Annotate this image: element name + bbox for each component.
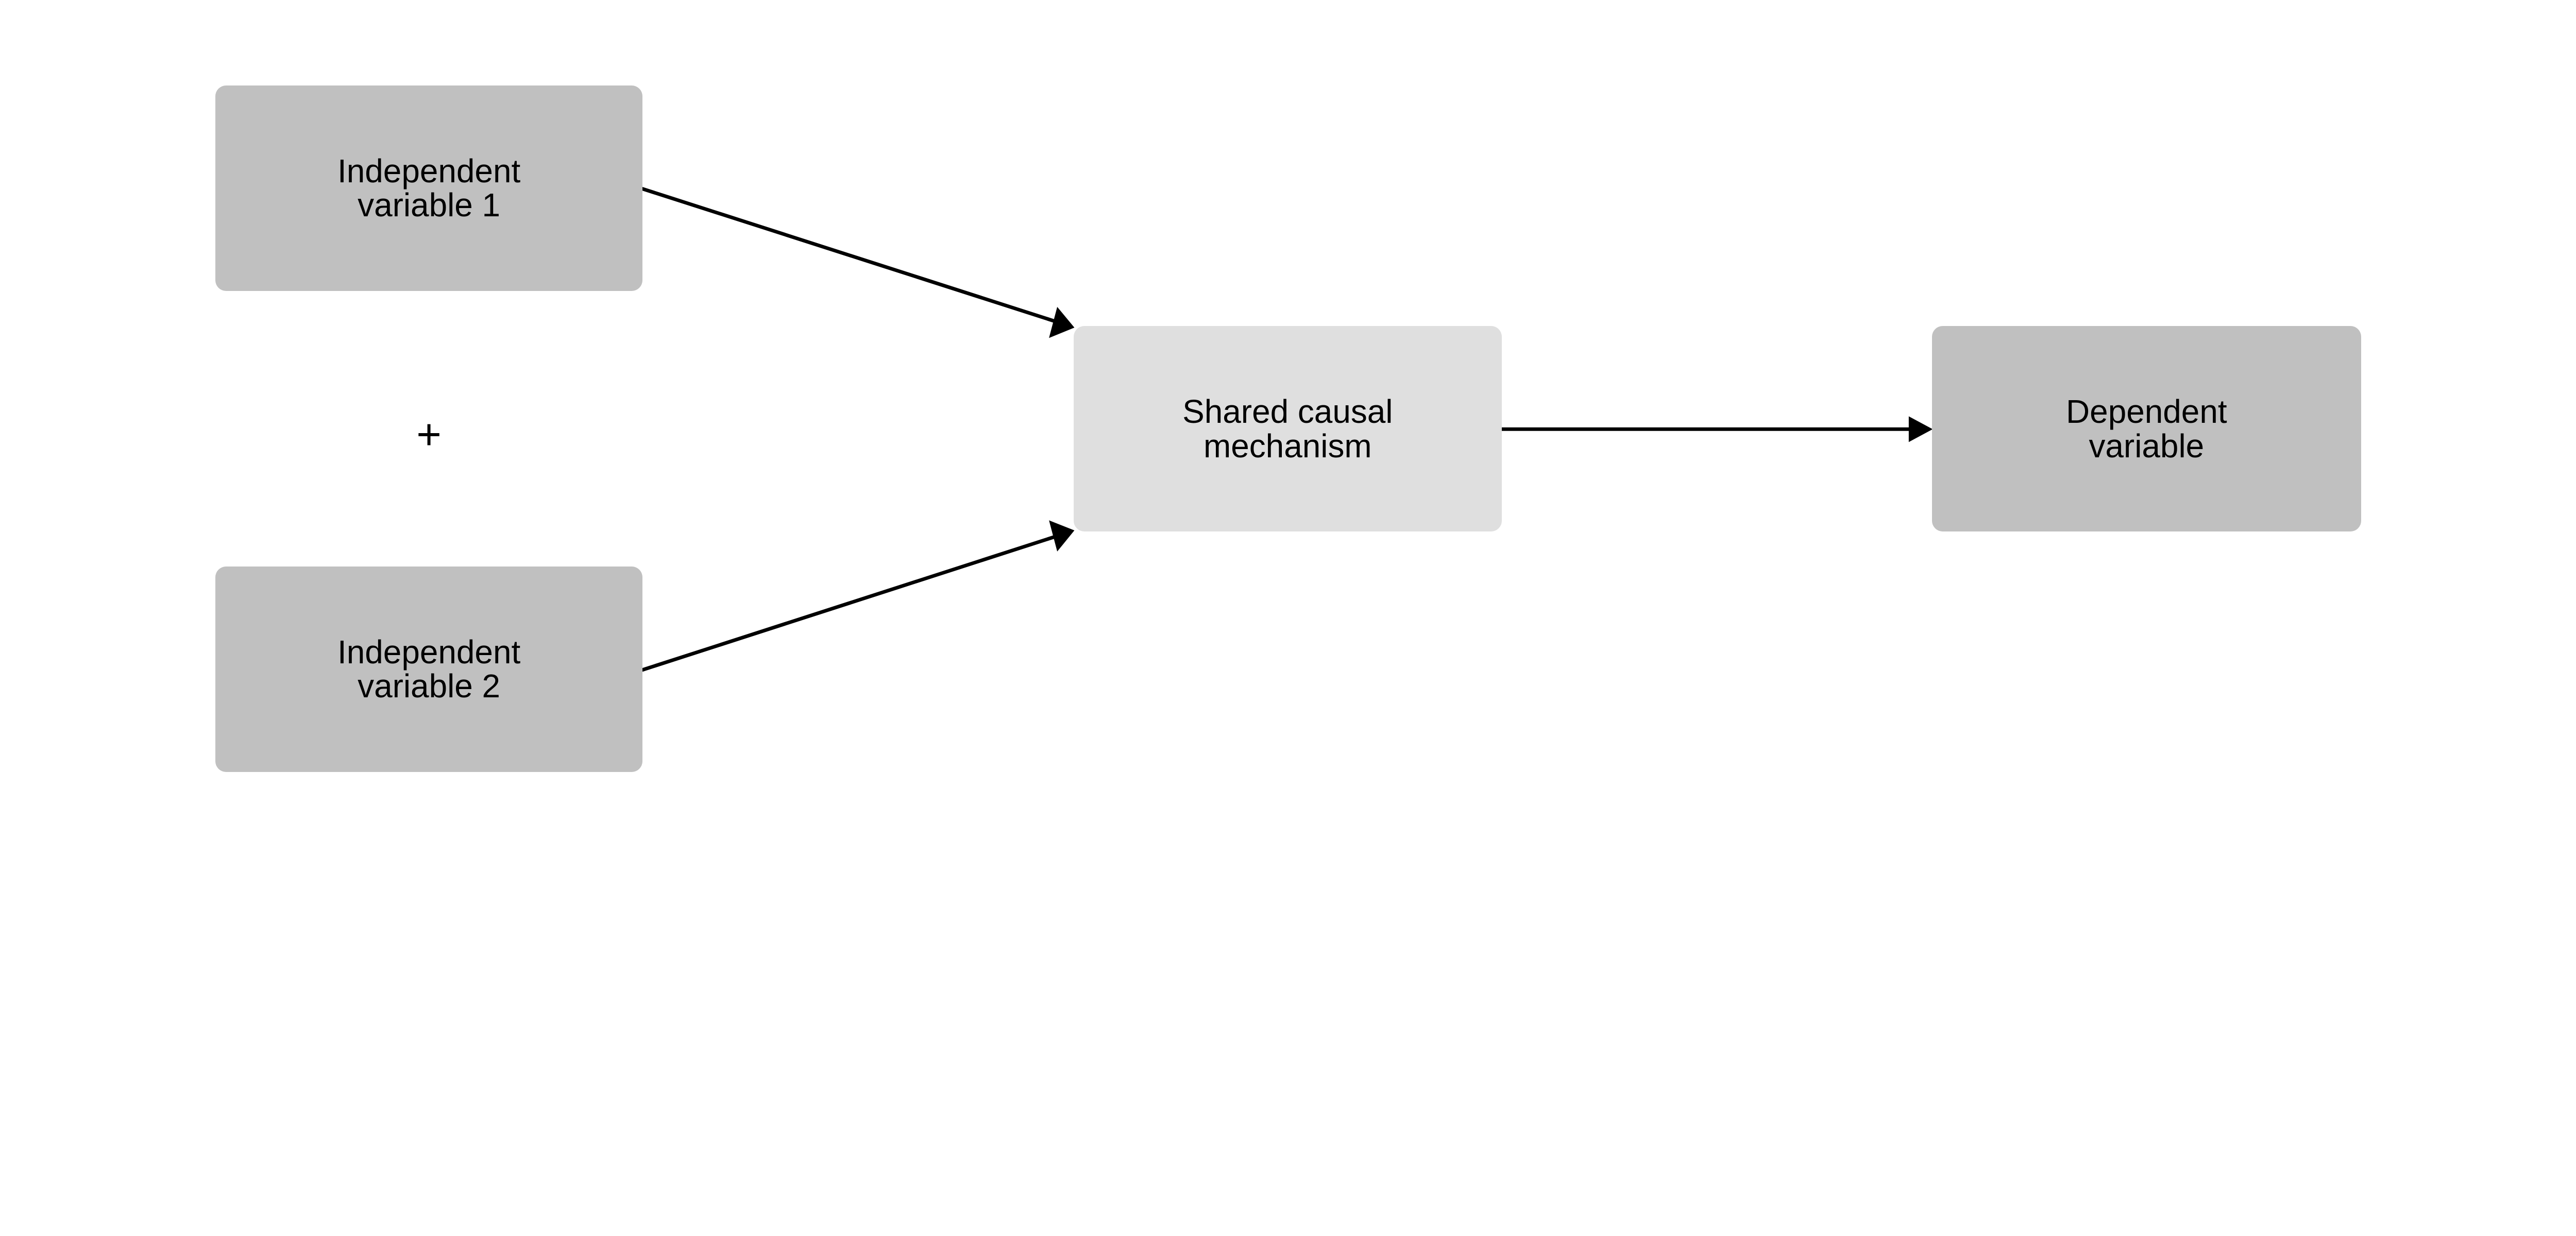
node-label: Independent variable 1: [337, 152, 521, 224]
arrowhead-iv1: [1049, 306, 1075, 338]
node-label: Shared causal mechanism: [1182, 392, 1393, 465]
node-shared-causal-mechanism: Shared causal mechanism: [1074, 326, 1502, 531]
arrowhead-dv: [1908, 416, 1933, 442]
edges-layer: [640, 187, 1933, 672]
node-independent-variable-1: Independent variable 1: [215, 85, 643, 291]
plus-symbol: +: [416, 410, 442, 459]
node-label: Independent variable 2: [337, 633, 521, 705]
node-dependent-variable: Dependent variable: [1932, 326, 2361, 531]
diagram-canvas: Independent variable 1 Independent varia…: [215, 85, 2361, 772]
node-label: Dependent variable: [2066, 392, 2227, 465]
node-independent-variable-2: Independent variable 2: [215, 566, 643, 772]
edge-iv2-to-mechanism: [640, 534, 1061, 672]
edge-iv1-to-mechanism: [640, 187, 1061, 324]
arrowhead-iv2: [1049, 520, 1075, 552]
